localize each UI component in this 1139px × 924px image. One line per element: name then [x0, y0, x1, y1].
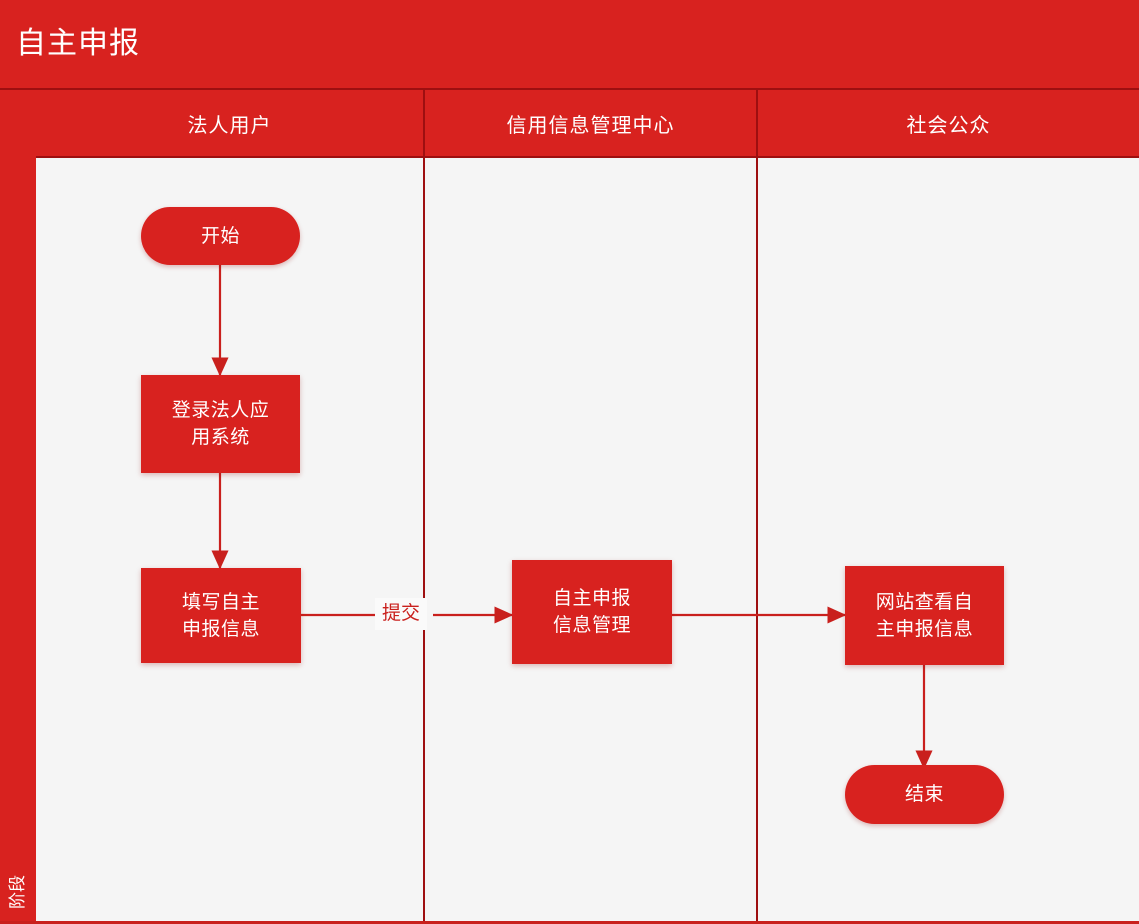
node-login-system[interactable]: 登录法人应 用系统 — [141, 375, 300, 473]
lane-container: 法人用户 信用信息管理中心 社会公众 — [36, 88, 1139, 924]
phase-label: 阶段 — [0, 800, 36, 920]
node-view-website[interactable]: 网站查看自 主申报信息 — [845, 566, 1004, 665]
lane-header-public: 社会公众 — [758, 90, 1139, 158]
edge-label-submit: 提交 — [375, 598, 428, 630]
node-login-system-label: 登录法人应 用系统 — [171, 400, 270, 448]
node-fill-declaration[interactable]: 填写自主 申报信息 — [141, 568, 301, 663]
node-end[interactable]: 结束 — [845, 765, 1004, 824]
lane-legal-user: 法人用户 — [36, 90, 425, 924]
lane-credit-center: 信用信息管理中心 — [425, 90, 758, 924]
node-start-label: 开始 — [200, 225, 240, 247]
node-end-label: 结束 — [904, 784, 944, 805]
lane-body-credit-center — [425, 158, 756, 924]
diagram-title-bar: 自主申报 — [0, 0, 1139, 88]
node-manage-info-label: 自主申报 信息管理 — [552, 588, 631, 636]
phase-band: 阶段 — [0, 88, 36, 924]
node-view-website-label: 网站查看自 主申报信息 — [875, 591, 974, 640]
lane-header-legal-user: 法人用户 — [36, 90, 423, 158]
phase-label-text: 阶段 — [8, 875, 27, 909]
node-manage-info[interactable]: 自主申报 信息管理 — [512, 560, 672, 664]
lane-header-credit-center: 信用信息管理中心 — [425, 90, 756, 158]
node-fill-declaration-label: 填写自主 申报信息 — [181, 591, 260, 640]
bottom-divider — [0, 921, 1139, 924]
lane-body-legal-user — [36, 158, 423, 924]
page-title: 自主申报 — [16, 27, 140, 60]
node-start[interactable]: 开始 — [141, 207, 300, 265]
